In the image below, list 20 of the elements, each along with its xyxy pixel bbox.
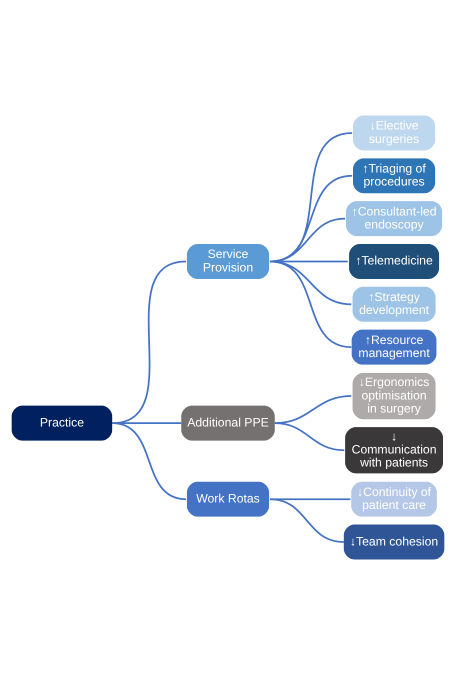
connector	[270, 498, 344, 543]
node-box: ↓Continuity of patient care	[351, 482, 437, 517]
node-box: ↑Telemedicine	[349, 244, 440, 279]
connector	[274, 395, 352, 424]
node-box: ↑Strategy development	[352, 286, 436, 322]
node-box: ↓ Communication with patients	[345, 427, 443, 474]
node-box: Work Rotas	[186, 482, 270, 517]
node-box: ↑Resource management	[352, 330, 436, 365]
connector	[112, 422, 186, 500]
node-box: Service Provision	[186, 244, 270, 279]
connector	[112, 260, 186, 424]
node-box: ↑Consultant-led endoscopy	[346, 201, 442, 236]
node-box: Additional PPE	[181, 406, 275, 441]
node-box: ↓Ergonomics optimisation in surgery	[352, 372, 436, 420]
connector	[274, 422, 344, 452]
node-box: ↓Team cohesion	[344, 524, 444, 560]
node-box: Practice	[12, 406, 112, 441]
connector	[270, 260, 352, 348]
node-box: ↑Triaging of procedures	[352, 158, 436, 194]
node-box: ↓Elective surgeries	[352, 116, 436, 150]
